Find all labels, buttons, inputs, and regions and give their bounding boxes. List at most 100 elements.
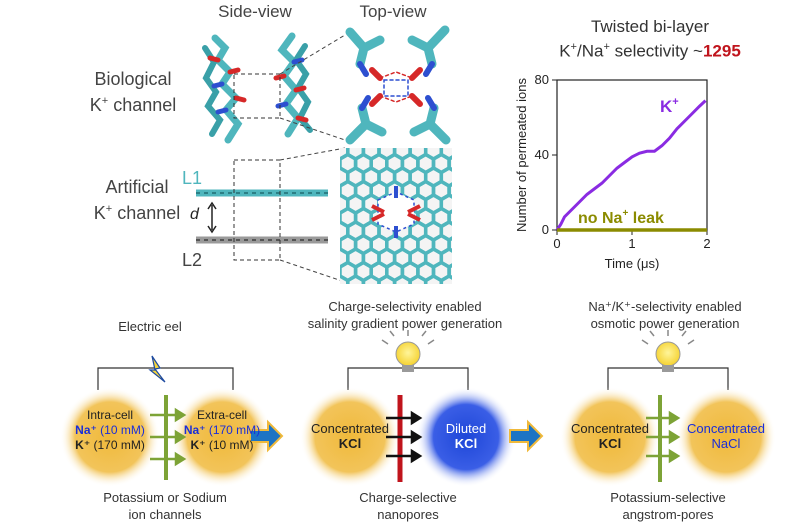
- extra-label: Extra-cell: [196, 408, 247, 422]
- lattice-hexagon: [408, 273, 428, 284]
- title-k: K: [559, 41, 571, 61]
- col2-title-line1: Charge-selectivity enabled: [328, 299, 482, 314]
- col1-title: Electric eel: [118, 319, 182, 334]
- col1-arrows: [150, 407, 187, 467]
- conc3-label: Concentrated: [686, 421, 766, 436]
- lattice-hexagon: [439, 273, 452, 284]
- bio-k: K: [89, 95, 102, 115]
- intra-na-value: (10 mM): [96, 423, 145, 437]
- top-view-header: Top-view: [359, 2, 427, 21]
- bio-zoom-line-bottom: [279, 117, 346, 141]
- side-view-header: Side-view: [218, 2, 292, 21]
- intra-na-line: Na⁺ (10 mM): [62, 423, 158, 438]
- flow-arrow-2: [509, 419, 544, 453]
- bio-zoom-line-top: [279, 34, 346, 75]
- lightbulb-icon-2: [655, 341, 681, 367]
- col2-caption: Charge-selective nanopores: [318, 489, 498, 523]
- bottom-diagrams: [60, 330, 776, 487]
- diluted-kcl-text: Diluted KCl: [426, 421, 506, 451]
- art-channel-word: channel: [112, 203, 181, 223]
- bio-top-view-structure: [345, 25, 451, 145]
- lightning-icon: [148, 355, 166, 383]
- col3-title-line2: osmotic power generation: [590, 316, 740, 331]
- x-tick-label: 0: [553, 236, 560, 251]
- title-selectivity: selectivity ~: [609, 41, 703, 61]
- lightbulb-icon: [395, 341, 421, 367]
- col3-caption: Potassium-selective angstrom-pores: [578, 489, 758, 523]
- kcl2-label: KCl: [454, 436, 478, 451]
- chart-title-line2: K+/Na+ selectivity ~1295: [525, 37, 775, 62]
- diluted-label: Diluted: [445, 421, 487, 436]
- lattice-hexagon: [423, 273, 444, 284]
- art-zoom-box: [233, 159, 281, 261]
- chart-title-line1: Twisted bi-layer: [590, 17, 710, 36]
- cap2-line2: nanopores: [377, 507, 439, 522]
- extra-na-value: (170 mM): [205, 423, 261, 437]
- art-label-line2: K+ channel: [72, 198, 202, 224]
- concentrated-kcl-circle: [300, 387, 400, 487]
- l2-label: L2: [182, 250, 203, 270]
- col2-diagram: [300, 330, 516, 487]
- col2-title-line2: salinity gradient power generation: [307, 316, 503, 331]
- bio-channel-label: Biological K+ channel: [68, 68, 198, 116]
- conc1-label: Concentrated: [310, 421, 390, 436]
- concentrated-nacl-circle: [676, 387, 776, 487]
- na-series-label: no Na+ leak: [578, 208, 664, 227]
- art-top-view-lattice: [340, 148, 452, 284]
- concentrated-kcl-text: Concentrated KCl: [300, 421, 400, 451]
- x-tick-label: 2: [703, 236, 710, 251]
- art-k: K: [93, 203, 106, 223]
- art-label-line1: Artificial: [105, 177, 169, 197]
- concentrated-kcl-circle-2: [560, 387, 660, 487]
- cap2-line1: Charge-selective: [359, 490, 457, 505]
- art-channel-label: Artificial K+ channel: [72, 176, 202, 224]
- intra-label: Intra-cell: [86, 408, 133, 422]
- art-zoom-line-bottom: [279, 259, 346, 283]
- lattice-hexagon: [346, 273, 366, 284]
- col2-title: Charge-selectivity enabled salinity grad…: [270, 298, 540, 332]
- molecular-diagrams: [196, 25, 452, 284]
- title-k-sup: +: [570, 41, 577, 53]
- y-axis-label: Number of permeated ions: [514, 78, 529, 232]
- col1-diagram: [60, 355, 272, 487]
- extra-cell-text: Extra-cell Na⁺ (170 mM) K⁺ (10 mM): [172, 408, 272, 453]
- concentrated-nacl-text: Concentrated NaCl: [676, 421, 776, 451]
- l1-label: L1: [182, 168, 203, 188]
- lattice-hexagon: [392, 273, 412, 284]
- extra-na-line: Na⁺ (170 mM): [172, 423, 272, 438]
- cap3-line2: angstrom-pores: [622, 507, 714, 522]
- kcl1-label: KCl: [338, 436, 362, 451]
- y-tick-label: 40: [535, 147, 549, 162]
- bio-k-sup: +: [101, 95, 109, 107]
- conc2-label: Concentrated: [570, 421, 650, 436]
- extra-na-label: Na⁺: [183, 423, 206, 437]
- bio-label-line1: Biological: [94, 69, 172, 89]
- intra-cell-text: Intra-cell Na⁺ (10 mM) K⁺ (170 mM): [62, 408, 158, 453]
- x-axis-label: Time (μs): [605, 256, 660, 271]
- art-zoom-line-top: [279, 147, 346, 161]
- cap1-line1: Potassium or Sodium: [103, 490, 227, 505]
- bio-label-line2: K+ channel: [68, 90, 198, 116]
- cap1-line2: ion channels: [128, 507, 202, 522]
- plot-frame: [556, 79, 708, 231]
- bulb-rays-2: [641, 330, 695, 345]
- intra-k-line: K⁺ (170 mM): [62, 438, 158, 453]
- diluted-kcl-circle: [416, 387, 516, 487]
- flow-arrow-1: [249, 419, 284, 453]
- col3-diagram: [560, 330, 776, 487]
- art-k-sup: +: [105, 203, 113, 215]
- cap3-line1: Potassium-selective: [610, 490, 726, 505]
- col1-caption: Potassium or Sodium ion channels: [70, 489, 260, 523]
- bio-zoom-box: [233, 73, 281, 119]
- col1-circuit-wire: [97, 367, 234, 390]
- bulb-rays: [381, 330, 435, 345]
- extra-k-value: (10 mM): [205, 438, 254, 452]
- lattice-hexagon: [377, 273, 397, 284]
- col2-arrows: [386, 410, 423, 464]
- selectivity-value: 1295: [702, 41, 741, 61]
- k-series-line: [555, 99, 707, 231]
- intra-na-label: Na⁺: [75, 423, 97, 437]
- concentrated-kcl-text-2: Concentrated KCl: [560, 421, 660, 451]
- art-side-view-layers: [196, 189, 328, 244]
